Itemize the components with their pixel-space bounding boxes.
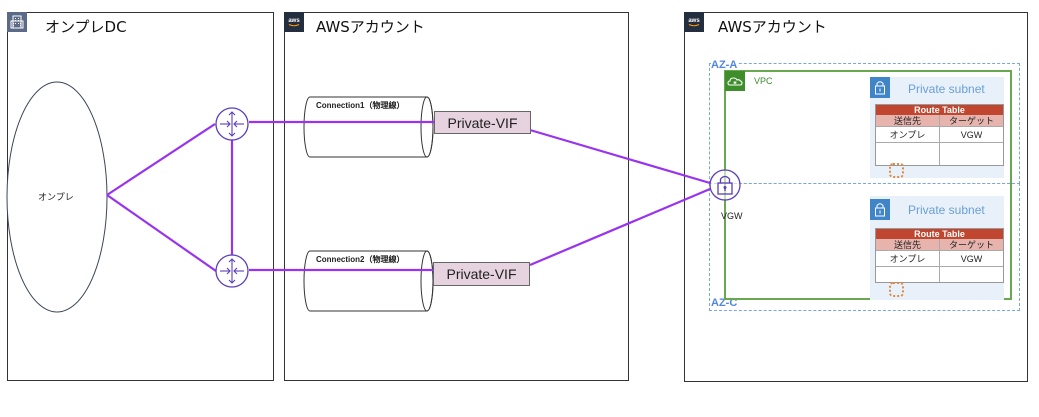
route-table-title: Route Table bbox=[876, 229, 1003, 239]
route-table-header-row: 送信先 ターゲット bbox=[876, 115, 1003, 126]
az-a-label: AZ-A bbox=[711, 59, 738, 71]
vgw-lock-icon bbox=[709, 169, 741, 201]
table-row bbox=[876, 142, 1003, 165]
svg-text:aws: aws bbox=[688, 18, 700, 24]
onprem-network-label: オンプレ bbox=[38, 192, 74, 202]
network-interface-icon bbox=[889, 282, 904, 297]
link-vif1-vgw bbox=[529, 128, 711, 185]
router-icon bbox=[215, 107, 249, 141]
route-table-title: Route Table bbox=[876, 105, 1003, 115]
link-vif2-vgw bbox=[529, 187, 711, 267]
availability-zone-c bbox=[709, 183, 1020, 311]
table-row: オンプレ VGW bbox=[876, 126, 1003, 142]
column-header-target: ターゲット bbox=[939, 115, 1003, 126]
onprem-network-ellipse bbox=[6, 81, 108, 313]
column-header-target: ターゲット bbox=[939, 239, 1003, 250]
route-target bbox=[939, 267, 1003, 282]
vpc-label: VPC bbox=[754, 76, 773, 86]
router-icon bbox=[215, 254, 249, 288]
connection2-label: Connection2（物理線） bbox=[316, 255, 405, 264]
column-header-destination: 送信先 bbox=[893, 240, 921, 250]
link-onprem-router1 bbox=[106, 123, 216, 196]
table-row: オンプレ VGW bbox=[876, 250, 1003, 266]
link-onprem-router2 bbox=[106, 194, 217, 272]
table-row bbox=[876, 266, 1003, 282]
private-vif-2[interactable]: Private-VIF bbox=[433, 262, 530, 286]
onprem-dc-title: オンプレDC bbox=[45, 18, 127, 36]
aws-logo-icon: aws bbox=[284, 12, 304, 32]
route-target: VGW bbox=[939, 127, 1003, 142]
route-table-c: Route Table 送信先 ターゲット オンプレ VGW bbox=[875, 228, 1004, 283]
vgw-label: VGW bbox=[721, 211, 743, 221]
route-destination: オンプレ bbox=[889, 254, 926, 264]
network-interface-icon bbox=[889, 163, 904, 178]
az-c-label: AZ-C bbox=[711, 297, 738, 309]
connection1-label: Connection1（物理線） bbox=[316, 101, 405, 110]
aws-logo-icon: aws bbox=[684, 12, 704, 32]
dx-aws-account-title: AWSアカウント bbox=[316, 18, 425, 36]
subnet-lock-icon bbox=[870, 77, 890, 98]
column-header-destination: 送信先 bbox=[893, 116, 921, 126]
connection1-cylinder bbox=[303, 96, 434, 158]
route-table-header-row: 送信先 ターゲット bbox=[876, 239, 1003, 250]
office-building-icon bbox=[7, 12, 27, 32]
subnet-c-title: Private subnet bbox=[908, 203, 985, 217]
connection2-cylinder bbox=[303, 250, 434, 312]
vpc-aws-account-title: AWSアカウント bbox=[718, 18, 827, 36]
route-target: VGW bbox=[939, 251, 1003, 266]
private-vif-1[interactable]: Private-VIF bbox=[434, 111, 531, 134]
route-table-a: Route Table 送信先 ターゲット オンプレ VGW bbox=[875, 104, 1004, 166]
dx-aws-account-panel bbox=[284, 12, 629, 381]
subnet-a-title: Private subnet bbox=[908, 82, 985, 96]
vpc-cloud-icon bbox=[725, 71, 745, 91]
svg-text:aws: aws bbox=[288, 18, 300, 24]
route-destination: オンプレ bbox=[889, 130, 926, 140]
route-target bbox=[939, 143, 1003, 165]
subnet-lock-icon bbox=[870, 199, 890, 220]
